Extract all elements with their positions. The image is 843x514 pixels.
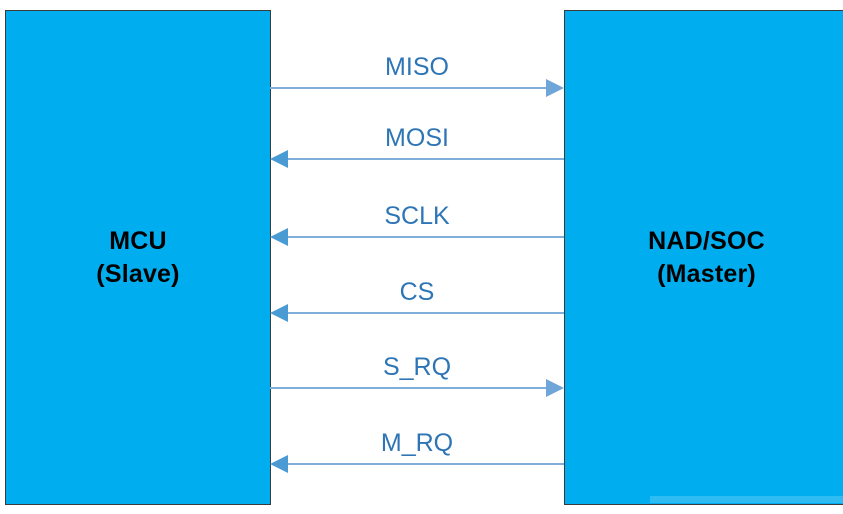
arrowhead-left-icon — [270, 304, 288, 322]
arrowhead-left-icon — [270, 150, 288, 168]
arrowhead-right-icon — [546, 379, 564, 397]
signal-mosi-line — [286, 158, 564, 160]
node-nad-name: NAD/SOC — [648, 226, 765, 255]
node-nad[interactable]: NAD/SOC (Master) — [564, 10, 843, 505]
signal-s-rq-line — [270, 387, 548, 389]
signal-cs-line — [286, 312, 564, 314]
signal-m-rq-label: M_RQ — [380, 429, 454, 457]
signal-mosi-label: MOSI — [385, 124, 449, 152]
node-mcu[interactable]: MCU (Slave) — [5, 10, 271, 505]
arrowhead-left-icon — [270, 228, 288, 246]
node-mcu-role: (Slave) — [96, 259, 180, 288]
signal-sclk-label: SCLK — [384, 202, 450, 230]
signal-sclk-line — [286, 236, 564, 238]
arrowhead-right-icon — [546, 79, 564, 97]
signal-miso-label: MISO — [385, 53, 449, 81]
node-mcu-name: MCU — [109, 226, 167, 255]
signal-s-rq-label: S_RQ — [382, 353, 452, 381]
signal-cs-label: CS — [399, 278, 435, 306]
arrowhead-left-icon — [270, 455, 288, 473]
node-nad-role: (Master) — [657, 259, 756, 288]
signal-m-rq-line — [286, 463, 564, 465]
signal-miso-line — [270, 87, 548, 89]
